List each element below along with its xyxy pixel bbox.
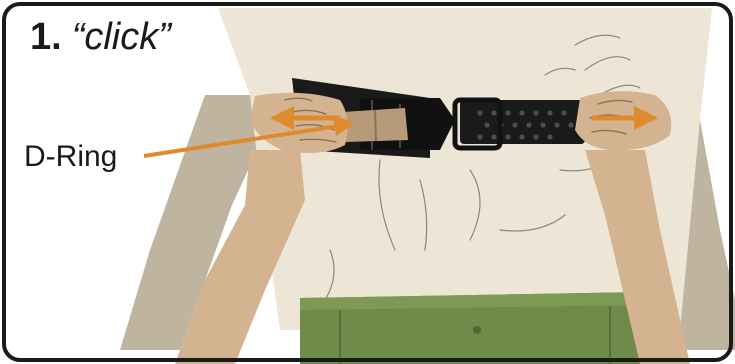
d-ring-label: D-Ring bbox=[24, 142, 117, 172]
step-title: 1.“click” bbox=[30, 18, 171, 56]
step-action: “click” bbox=[72, 16, 171, 58]
step-number: 1. bbox=[30, 16, 62, 58]
